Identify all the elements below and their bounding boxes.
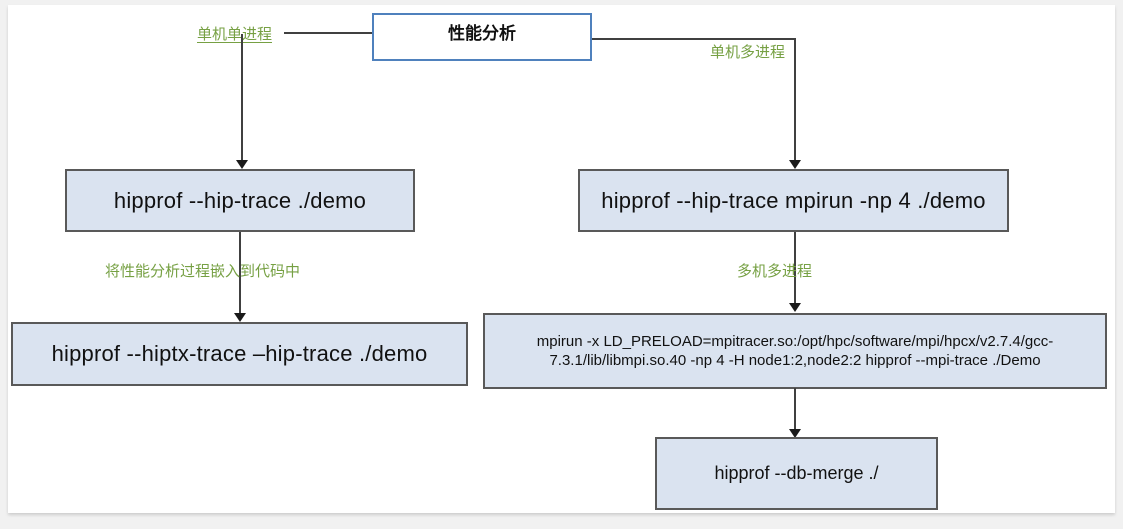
arrowhead-into-hip-trace-mpirun (789, 160, 801, 169)
connector-top-right-horizontal (592, 38, 795, 40)
edge-label-single-machine-single-process: 单机单进程 (197, 26, 273, 43)
node-performance-analysis-label: 性能分析 (448, 24, 516, 43)
node-hiptx-trace-label: hipprof --hiptx-trace –hip-trace ./demo (51, 341, 428, 366)
node-mpi-trace-label: mpirun -x LD_PRELOAD=mpitracer.so:/opt/h… (536, 333, 1054, 369)
connector-top-left-horizontal (284, 32, 372, 34)
node-hip-trace-mpirun-label: hipprof --hip-trace mpirun -np 4 ./demo (601, 187, 986, 213)
diagram-canvas: 性能分析 单机单进程 单机多进程 hipprof --hip-trace ./d… (8, 5, 1115, 513)
arrowhead-into-hip-trace (236, 160, 248, 169)
node-hiptx-trace: hipprof --hiptx-trace –hip-trace ./demo (11, 322, 468, 386)
connector-top-right-vertical (794, 38, 796, 161)
arrowhead-into-mpi-trace (789, 303, 801, 312)
node-db-merge-label: hipprof --db-merge ./ (714, 463, 879, 483)
arrowhead-into-hiptx-trace (234, 313, 246, 322)
node-hip-trace-label: hipprof --hip-trace ./demo (113, 187, 367, 213)
connector-bottom-vertical (794, 388, 796, 430)
node-db-merge: hipprof --db-merge ./ (655, 437, 938, 510)
edge-label-single-machine-multi-process: 单机多进程 (710, 44, 786, 61)
connector-mid-left-vertical (239, 232, 241, 314)
node-hip-trace-mpirun: hipprof --hip-trace mpirun -np 4 ./demo (578, 169, 1009, 232)
connector-mid-right-vertical (794, 232, 796, 304)
edge-label-multi-machine-multi-process: 多机多进程 (737, 263, 813, 280)
node-hip-trace: hipprof --hip-trace ./demo (65, 169, 415, 232)
connector-top-left-vertical (241, 34, 243, 161)
node-mpi-trace: mpirun -x LD_PRELOAD=mpitracer.so:/opt/h… (483, 313, 1107, 389)
arrowhead-into-db-merge (789, 429, 801, 438)
edge-label-embed-in-code: 将性能分析过程嵌入到代码中 (105, 263, 301, 280)
node-performance-analysis: 性能分析 (372, 13, 592, 61)
